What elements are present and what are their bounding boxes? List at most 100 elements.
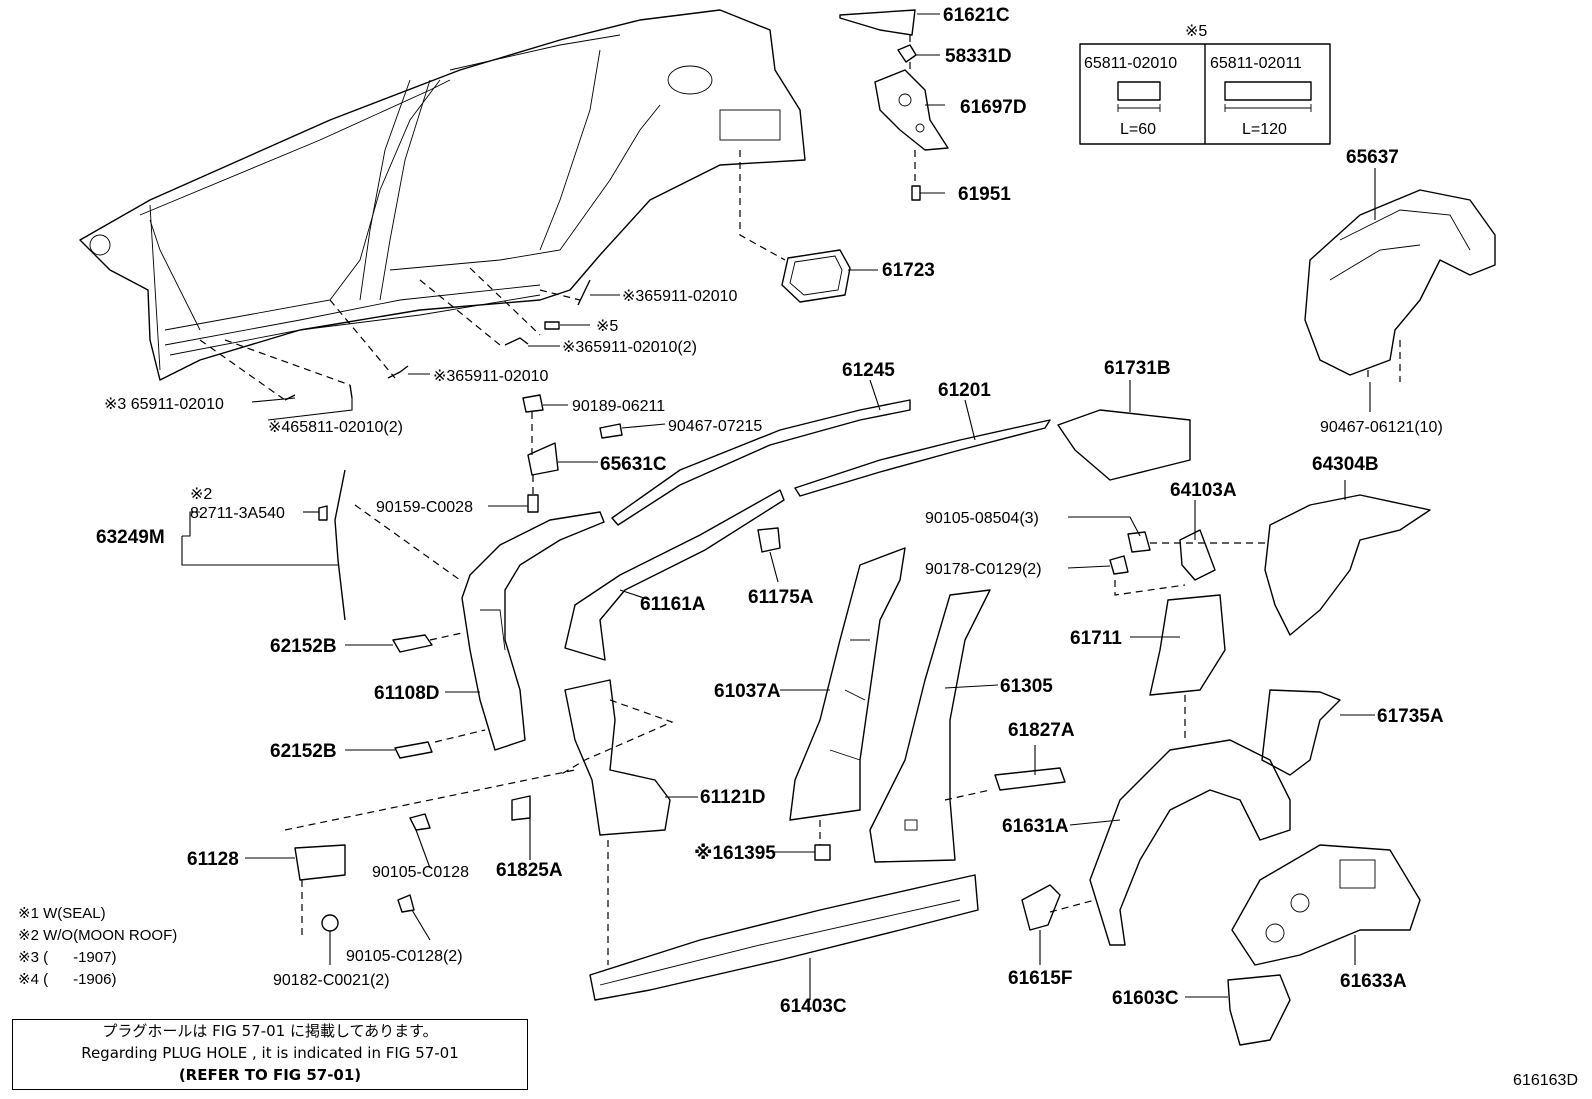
label-61161A: 61161A — [640, 594, 706, 615]
part-61403C — [589, 874, 979, 1001]
label-61621C: 61621C — [943, 5, 1010, 26]
label-61633A: 61633A — [1340, 971, 1407, 992]
part-58331D — [897, 44, 917, 63]
part-62152B-a — [392, 634, 433, 653]
part-61711 — [1149, 594, 1226, 696]
label-65911-d: ※3 65911-02010 — [104, 396, 224, 413]
inset-col2-length: L=120 — [1242, 121, 1287, 138]
part-61175A — [757, 527, 781, 553]
inset-labels: ※5 65811-02010 65811-02011 L=60 L=120 — [1084, 23, 1302, 138]
label-90105-b: 90105-C0128(2) — [346, 948, 463, 965]
label-62152B-b: 62152B — [270, 741, 337, 762]
bolt-90105-a — [409, 813, 431, 831]
label-61245: 61245 — [842, 360, 895, 381]
part-65637 — [1304, 189, 1496, 376]
label-90467-a: 90467-07215 — [668, 418, 762, 435]
part-61037A — [789, 547, 906, 821]
legend-item: ※2 W/O(MOON ROOF) — [18, 927, 177, 944]
label-82711: 82711-3A540 — [190, 505, 285, 522]
part-61723 — [781, 249, 851, 303]
label-61037A: 61037A — [714, 681, 781, 702]
label-65637: 65637 — [1346, 147, 1399, 168]
part-61615F — [1021, 884, 1061, 931]
inset-col2-part: 65811-02011 — [1210, 55, 1302, 72]
legend-item: ※3 ( -1907) — [18, 949, 116, 966]
label-61735A: 61735A — [1377, 706, 1444, 727]
part-61305 — [869, 589, 991, 863]
clip-90182 — [321, 914, 339, 932]
label-61711: 61711 — [1070, 628, 1122, 649]
part-61825A — [511, 795, 531, 821]
part-labels: 61621C 58331D 61697D 61951 61723 ※365911… — [96, 5, 1444, 1017]
label-90178: 90178-C0129(2) — [925, 561, 1042, 578]
part-61395 — [814, 844, 831, 861]
clip-90189 — [522, 394, 544, 413]
inset-col1-part: 65811-02010 — [1084, 55, 1177, 72]
nut-90178 — [1109, 555, 1129, 575]
label-65631C: 65631C — [600, 454, 667, 475]
label-90182: 90182-C0021(2) — [273, 972, 390, 989]
label-61825A: 61825A — [496, 860, 563, 881]
label-61305: 61305 — [1000, 676, 1053, 697]
label-61121D: 61121D — [700, 787, 766, 808]
note-line-english: Regarding PLUG HOLE , it is indicated in… — [81, 1044, 459, 1062]
label-90467-b: 90467-06121(10) — [1320, 419, 1443, 436]
label-61395: ※161395 — [694, 843, 776, 864]
label-61631A: 61631A — [1002, 816, 1069, 837]
inset-col1-length: L=60 — [1120, 121, 1156, 138]
label-90105-c: 90105-08504(3) — [925, 510, 1039, 527]
label-64103A: 64103A — [1170, 480, 1237, 501]
part-61633A — [1231, 844, 1421, 966]
part-61621C — [839, 9, 916, 36]
label-90159: 90159-C0028 — [376, 499, 473, 516]
clip-90467-a — [599, 423, 623, 439]
label-90189: 90189-06211 — [572, 398, 665, 415]
label-64304B: 64304B — [1312, 454, 1379, 475]
note-line-japanese: プラグホールは FIG 57-01 に掲載してあります。 — [102, 1022, 438, 1040]
part-61697D — [874, 69, 949, 151]
label-90105-a: 90105-C0128 — [372, 864, 469, 881]
part-63249M — [318, 469, 346, 621]
label-61403C: 61403C — [780, 996, 847, 1017]
part-62152B-b — [394, 741, 433, 759]
part-61128 — [294, 844, 346, 881]
legend-item: ※4 ( -1906) — [18, 971, 116, 988]
part-61603C — [1227, 974, 1291, 1046]
label-63249M: 63249M — [96, 527, 165, 548]
legend-item: ※1 W(SEAL) — [18, 905, 106, 922]
bolt-90105-c — [1127, 531, 1151, 553]
part-61161A — [564, 489, 785, 661]
part-65631C — [527, 442, 559, 476]
label-65911-a: ※365911-02010 — [622, 288, 738, 305]
part-61108D — [461, 511, 605, 751]
label-61827A: 61827A — [1008, 720, 1075, 741]
legend: ※1 W(SEAL) ※2 W/O(MOON ROOF) ※3 ( -1907)… — [18, 905, 177, 988]
leader-lines — [181, 13, 1376, 1000]
label-mark-5: ※5 — [596, 318, 618, 335]
side-body-outer-panel — [79, 9, 806, 381]
label-61697D: 61697D — [960, 97, 1027, 118]
part-61731B — [1057, 409, 1191, 481]
label-61723: 61723 — [882, 260, 935, 281]
part-61121D — [564, 679, 671, 836]
label-65911-b: ※365911-02010(2) — [562, 339, 697, 356]
label-61731B: 61731B — [1104, 358, 1171, 379]
label-61108D: 61108D — [374, 683, 440, 704]
part-61245 — [611, 399, 911, 526]
bolt-90105-b — [397, 894, 415, 913]
part-61201 — [794, 419, 1051, 497]
label-62152B-a: 62152B — [270, 636, 337, 657]
inset-mark: ※5 — [1185, 23, 1207, 40]
part-64103A — [1179, 529, 1216, 581]
plug-hole-note: プラグホールは FIG 57-01 に掲載してあります。 Regarding P… — [12, 1019, 528, 1090]
part-61827A — [994, 767, 1066, 791]
label-61603C: 61603C — [1112, 988, 1179, 1009]
part-61631A — [1089, 739, 1291, 946]
label-61951: 61951 — [958, 184, 1011, 205]
note-line-refer: (REFER TO FIG 57-01) — [178, 1066, 362, 1084]
label-58331D: 58331D — [945, 46, 1012, 67]
label-61615F: 61615F — [1008, 968, 1072, 989]
label-61201: 61201 — [938, 380, 991, 401]
inset-box — [1079, 43, 1331, 145]
